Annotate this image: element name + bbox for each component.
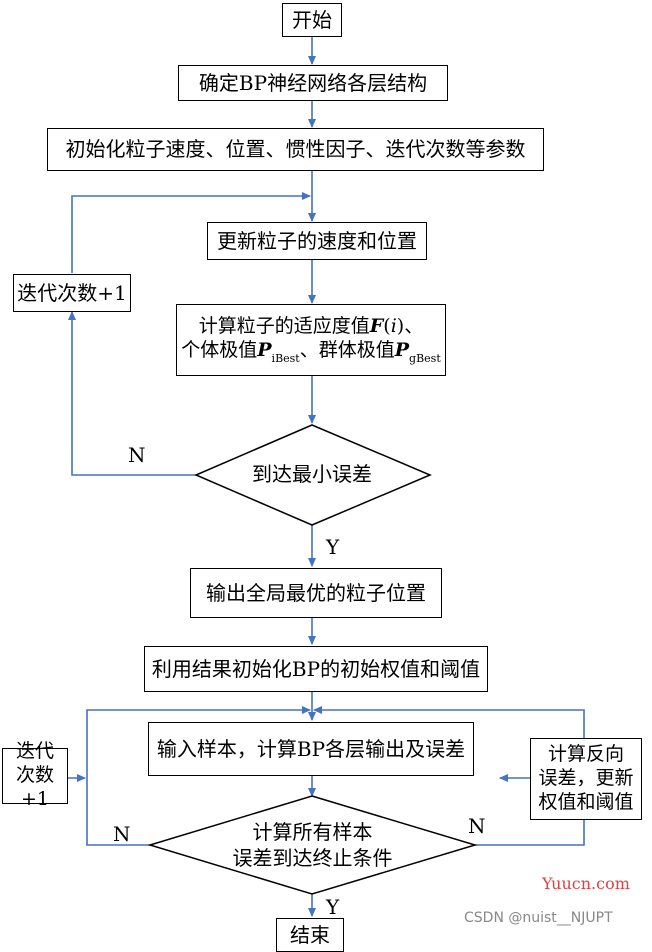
end-box: 结束 xyxy=(276,918,344,952)
loop1-box: 迭代次数+1 xyxy=(13,274,131,312)
step4-line2-mid: 、群体极值 xyxy=(299,338,395,361)
decision1-label: 到达最小误差 xyxy=(252,462,372,486)
loop1-back-up xyxy=(71,192,311,273)
loop2-text: 迭代 次数+1 xyxy=(3,740,67,811)
step1-label: 确定BP神经网络各层结构 xyxy=(198,70,428,95)
label-n1: N xyxy=(128,443,146,467)
step6-label: 利用结果初始化BP的初始权值和阈值 xyxy=(151,656,481,681)
loop2-right-no xyxy=(475,820,585,846)
start-label: 开始 xyxy=(292,7,332,32)
right-box-line3: 权值和阈值 xyxy=(538,790,634,813)
loop2-left-no xyxy=(86,706,311,846)
step2-box: 初始化粒子速度、位置、惯性因子、迭代次数等参数 xyxy=(47,128,544,171)
f-open: ( xyxy=(383,314,391,337)
p-gbest-sub: gBest xyxy=(409,351,441,365)
p-ibest-symbol: P xyxy=(257,338,272,361)
label-y1: Y xyxy=(326,535,340,559)
step4-line2-prefix: 个体极值 xyxy=(181,338,258,361)
step3-box: 更新粒子的速度和位置 xyxy=(207,222,427,260)
right-box: 计算反向 误差，更新 权值和阈值 xyxy=(530,738,642,820)
step6-box: 利用结果初始化BP的初始权值和阈值 xyxy=(144,646,488,692)
f-close: )、 xyxy=(396,314,424,337)
end-label: 结束 xyxy=(290,923,330,947)
step4-text: 计算粒子的适应度值F(i)、 个体极值PiBest、群体极值PgBest xyxy=(181,315,441,366)
decision2-diamond xyxy=(147,795,478,895)
step4-box: 计算粒子的适应度值F(i)、 个体极值PiBest、群体极值PgBest xyxy=(176,304,446,376)
step4-line2: 个体极值PiBest、群体极值PgBest xyxy=(181,339,441,366)
loop2-line2: 次数+1 xyxy=(15,764,54,810)
watermark-yuucn: Yuucn.com xyxy=(542,874,630,893)
p-ibest-sub: iBest xyxy=(271,351,300,365)
step5-label: 输出全局最优的粒子位置 xyxy=(206,580,426,605)
right-box-text: 计算反向 误差，更新 权值和阈值 xyxy=(538,743,633,814)
watermark-csdn: CSDN @nuist__NJUPT xyxy=(464,910,613,926)
loop1-label: 迭代次数+1 xyxy=(17,280,127,305)
label-y2: Y xyxy=(326,895,340,919)
decision2-line2: 误差到达终止条件 xyxy=(232,846,393,870)
step1-box: 确定BP神经网络各层结构 xyxy=(178,65,448,101)
label-n2-right: N xyxy=(468,814,486,838)
step3-label: 更新粒子的速度和位置 xyxy=(217,228,417,253)
loop1-no-left xyxy=(68,311,200,476)
step2-label: 初始化粒子速度、位置、惯性因子、迭代次数等参数 xyxy=(65,137,526,161)
right-box-line1: 计算反向 xyxy=(547,743,624,766)
label-n2-left: N xyxy=(113,822,131,846)
step4-line1-prefix: 计算粒子的适应度值 xyxy=(198,314,370,337)
right-box-line2: 误差，更新 xyxy=(538,767,634,790)
f-var: i xyxy=(390,314,397,337)
f-symbol: F xyxy=(369,314,384,337)
loop2-box: 迭代 次数+1 xyxy=(2,740,68,810)
start-box: 开始 xyxy=(282,3,342,37)
p-gbest-symbol: P xyxy=(394,338,410,361)
decision1-diamond xyxy=(194,424,432,526)
step7-box: 输入样本，计算BP各层输出及误差 xyxy=(148,722,474,776)
decision2-line1: 计算所有样本 xyxy=(252,820,373,844)
step7-label: 输入样本，计算BP各层输出及误差 xyxy=(156,736,466,761)
decision2-text: 计算所有样本 误差到达终止条件 xyxy=(190,819,435,871)
step5-box: 输出全局最优的粒子位置 xyxy=(190,568,442,618)
step4-line1: 计算粒子的适应度值F(i)、 xyxy=(181,315,441,339)
loop2-line1: 迭代 xyxy=(15,740,54,763)
loop2-right-up xyxy=(313,706,585,740)
